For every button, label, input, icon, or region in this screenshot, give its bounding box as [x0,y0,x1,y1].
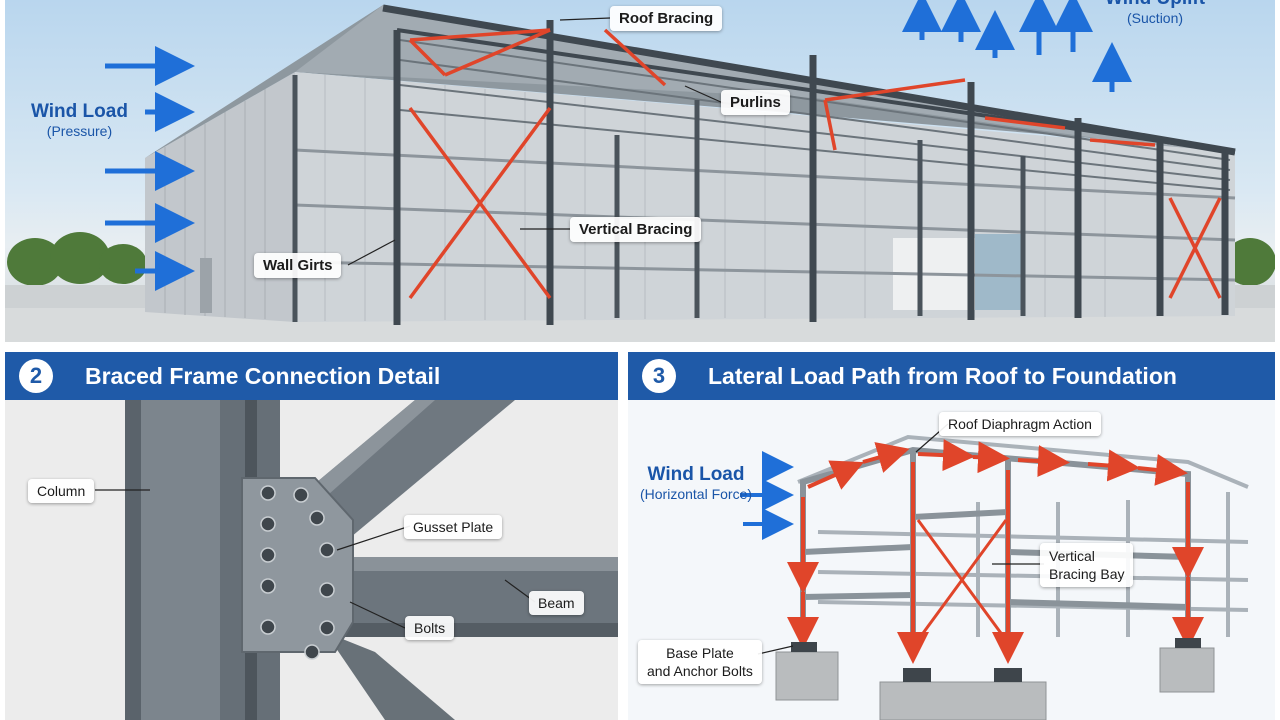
vertical-bracing-bay-label: Vertical Bracing Bay [1040,543,1134,587]
bolts-label: Bolts [405,616,455,640]
base-plate-line-2: and Anchor Bolts [647,663,753,679]
load-path-panel: 3 Lateral Load Path from Roof to Foundat… [628,352,1275,720]
wind-uplift-suction: Wind Uplift (Suction) [1105,0,1205,26]
base-plate-label: Base Plate and Anchor Bolts [638,640,762,684]
panel2-title: Braced Frame Connection Detail [85,363,441,389]
gusset-plate-label: Gusset Plate [404,515,503,539]
panel3-header: 3 Lateral Load Path from Roof to Foundat… [628,352,1275,400]
connection-detail-panel: 2 Braced Frame Connection Detail Column … [5,352,618,720]
wind-uplift-title: Wind Uplift [1105,0,1205,10]
vertical-bracing-bay-line-1: Vertical [1049,548,1095,564]
panel2-number: 2 [19,359,53,393]
vertical-bracing-label: Vertical Bracing [570,217,702,242]
wind-load-title: Wind Load [31,101,128,122]
panel3-number: 3 [642,359,676,393]
building-overview-panel: Roof Bracing Purlins Vertical Bracing Wa… [5,0,1275,342]
wind-load-horizontal: Wind Load (Horizontal Force) [640,464,752,502]
wind-load-horizontal-title: Wind Load [647,464,745,485]
roof-bracing-label: Roof Bracing [610,6,723,31]
roof-diaphragm-label: Roof Diaphragm Action [939,412,1101,436]
load-path-illustration [740,423,1249,720]
wind-load-pressure: Wind Load (Pressure) [31,101,128,139]
column-label: Column [28,479,95,503]
wind-load-horizontal-sub: (Horizontal Force) [640,486,753,502]
vertical-bracing-bay-line-2: Bracing Bay [1049,566,1125,582]
panel2-header: 2 Braced Frame Connection Detail [5,352,618,400]
panel3-title: Lateral Load Path from Roof to Foundatio… [708,363,1177,389]
base-plate-line-1: Base Plate [666,645,734,661]
wall-girts-label: Wall Girts [254,253,342,278]
beam-label: Beam [529,591,584,615]
wind-uplift-sub: (Suction) [1127,10,1184,26]
wind-load-sub: (Pressure) [46,123,113,139]
purlins-label: Purlins [721,90,790,115]
building-illustration [5,0,1275,342]
connection-illustration [95,400,618,720]
